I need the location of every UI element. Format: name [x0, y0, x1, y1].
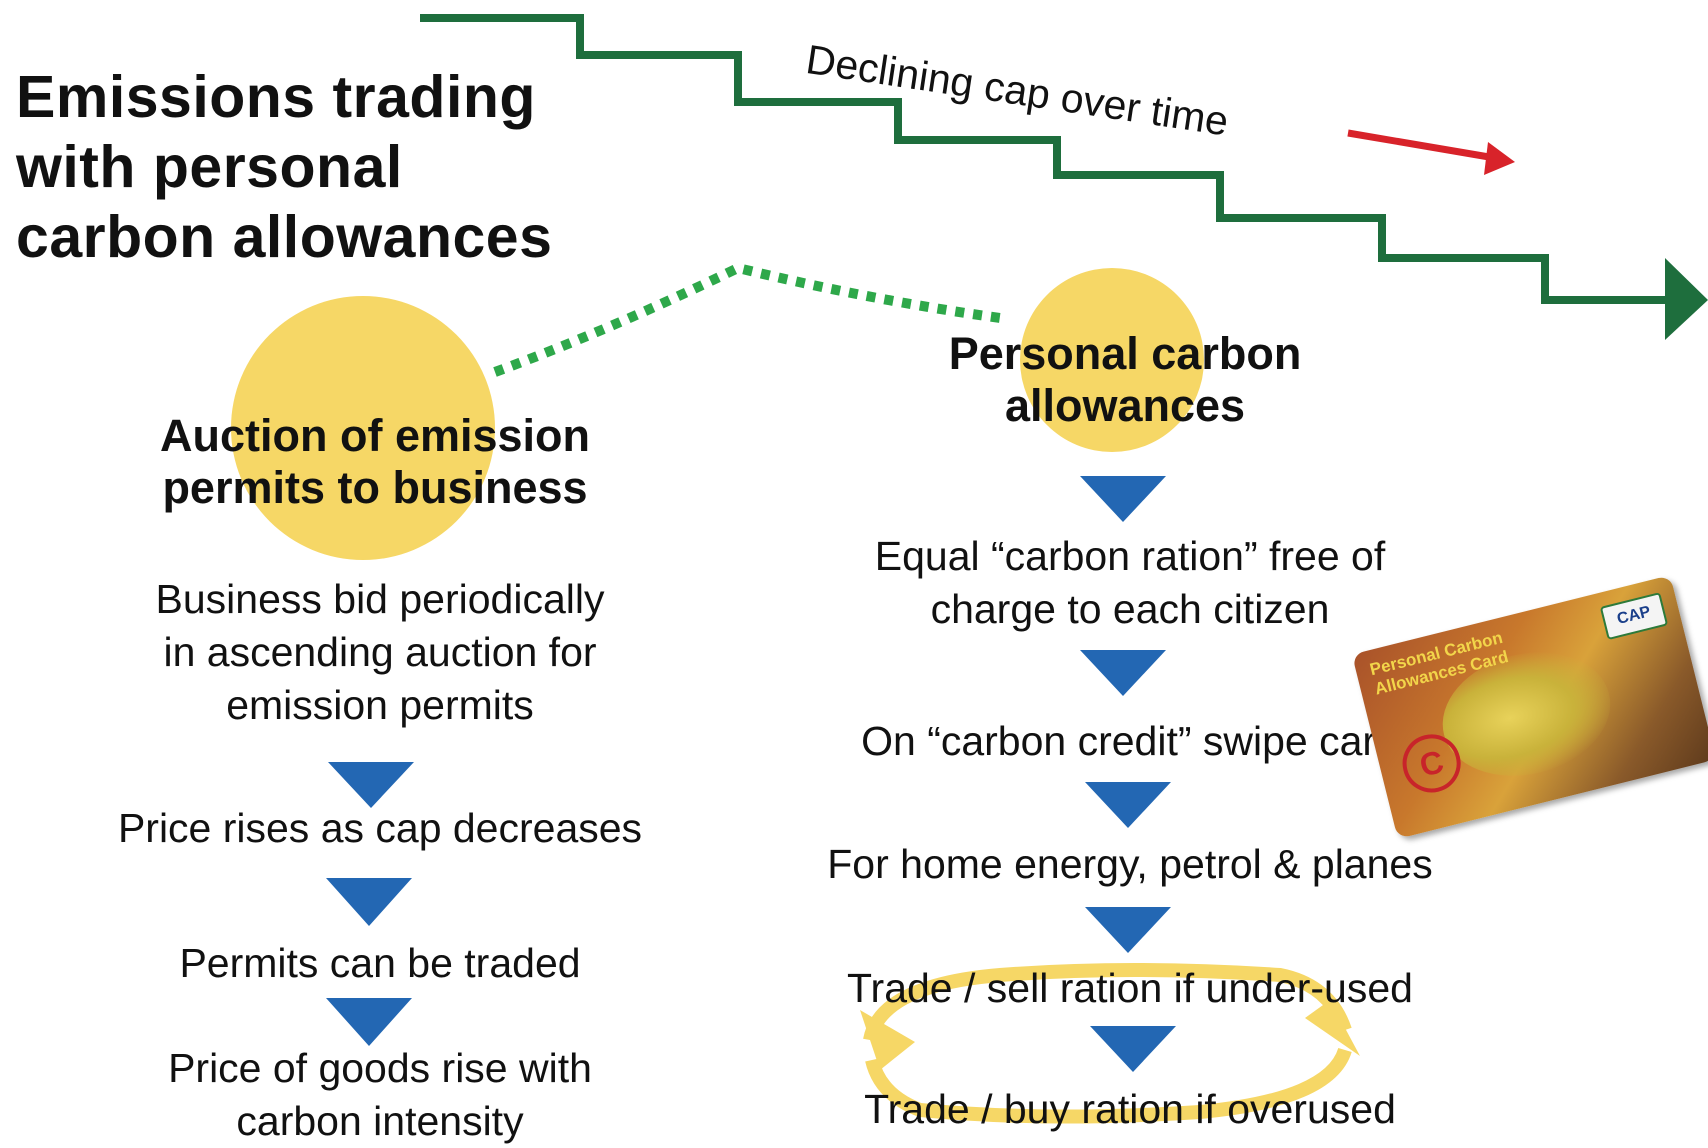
heading-line: permits to business	[162, 462, 588, 513]
down-triangle-icon	[326, 878, 412, 926]
down-triangle-icon	[1085, 907, 1171, 953]
step-line: Trade / sell ration if under-used	[847, 965, 1413, 1011]
step-line: Business bid periodically	[155, 576, 605, 622]
left-step: Permits can be traded	[60, 937, 700, 990]
title-line: Emissions trading	[16, 64, 536, 130]
cap-arrowhead-icon	[1665, 258, 1708, 340]
step-line: Price rises as cap decreases	[117, 805, 643, 851]
step-line: charge to each citizen	[930, 586, 1330, 632]
title-line: with personal	[16, 134, 403, 200]
declining-cap-line	[420, 14, 1675, 304]
down-triangle-icon	[328, 762, 414, 808]
right-bubble	[1020, 268, 1204, 452]
right-step: For home energy, petrol & planes	[770, 838, 1490, 891]
page-title: Emissions trading with personal carbon a…	[16, 62, 636, 272]
red-arrow-icon	[1484, 142, 1515, 175]
step-line: in ascending auction for	[163, 629, 597, 675]
left-bubble	[231, 296, 495, 560]
card-logo: CAP	[1599, 592, 1669, 641]
step-line: Equal “carbon ration” free of	[874, 533, 1386, 579]
right-step: On “carbon credit” swipe card	[770, 715, 1490, 768]
step-line: Permits can be traded	[179, 940, 581, 986]
left-step: Business bid periodically in ascending a…	[60, 573, 700, 732]
heading-line: Personal carbon	[948, 328, 1302, 379]
heading-line: Auction of emission	[159, 410, 591, 461]
step-line: carbon intensity	[236, 1098, 524, 1144]
down-triangle-icon	[1080, 476, 1166, 522]
cycle-arrows-icon	[860, 963, 1360, 1124]
step-line: emission permits	[226, 682, 534, 728]
heading-line: allowances	[1004, 380, 1246, 431]
down-triangle-icon	[1080, 650, 1166, 696]
step-line: Trade / buy ration if overused	[864, 1086, 1396, 1132]
step-line: Price of goods rise with	[168, 1045, 592, 1091]
left-step: Price of goods rise with carbon intensit…	[60, 1042, 700, 1148]
right-step: Trade / buy ration if overused	[770, 1083, 1490, 1136]
down-triangle-icon	[1085, 782, 1171, 828]
step-line: For home energy, petrol & planes	[827, 841, 1433, 887]
red-arrow-line	[1347, 129, 1496, 162]
left-heading: Auction of emission permits to business	[100, 410, 650, 514]
right-heading: Personal carbon allowances	[860, 328, 1390, 432]
left-step: Price rises as cap decreases	[40, 802, 720, 855]
right-step: Equal “carbon ration” free of charge to …	[770, 530, 1490, 636]
down-triangle-icon	[1090, 1026, 1176, 1072]
title-line: carbon allowances	[16, 204, 553, 270]
right-step: Trade / sell ration if under-used	[770, 962, 1490, 1015]
dotted-connector	[493, 262, 1001, 377]
down-triangle-icon	[326, 998, 412, 1046]
step-line: On “carbon credit” swipe card	[861, 718, 1399, 764]
